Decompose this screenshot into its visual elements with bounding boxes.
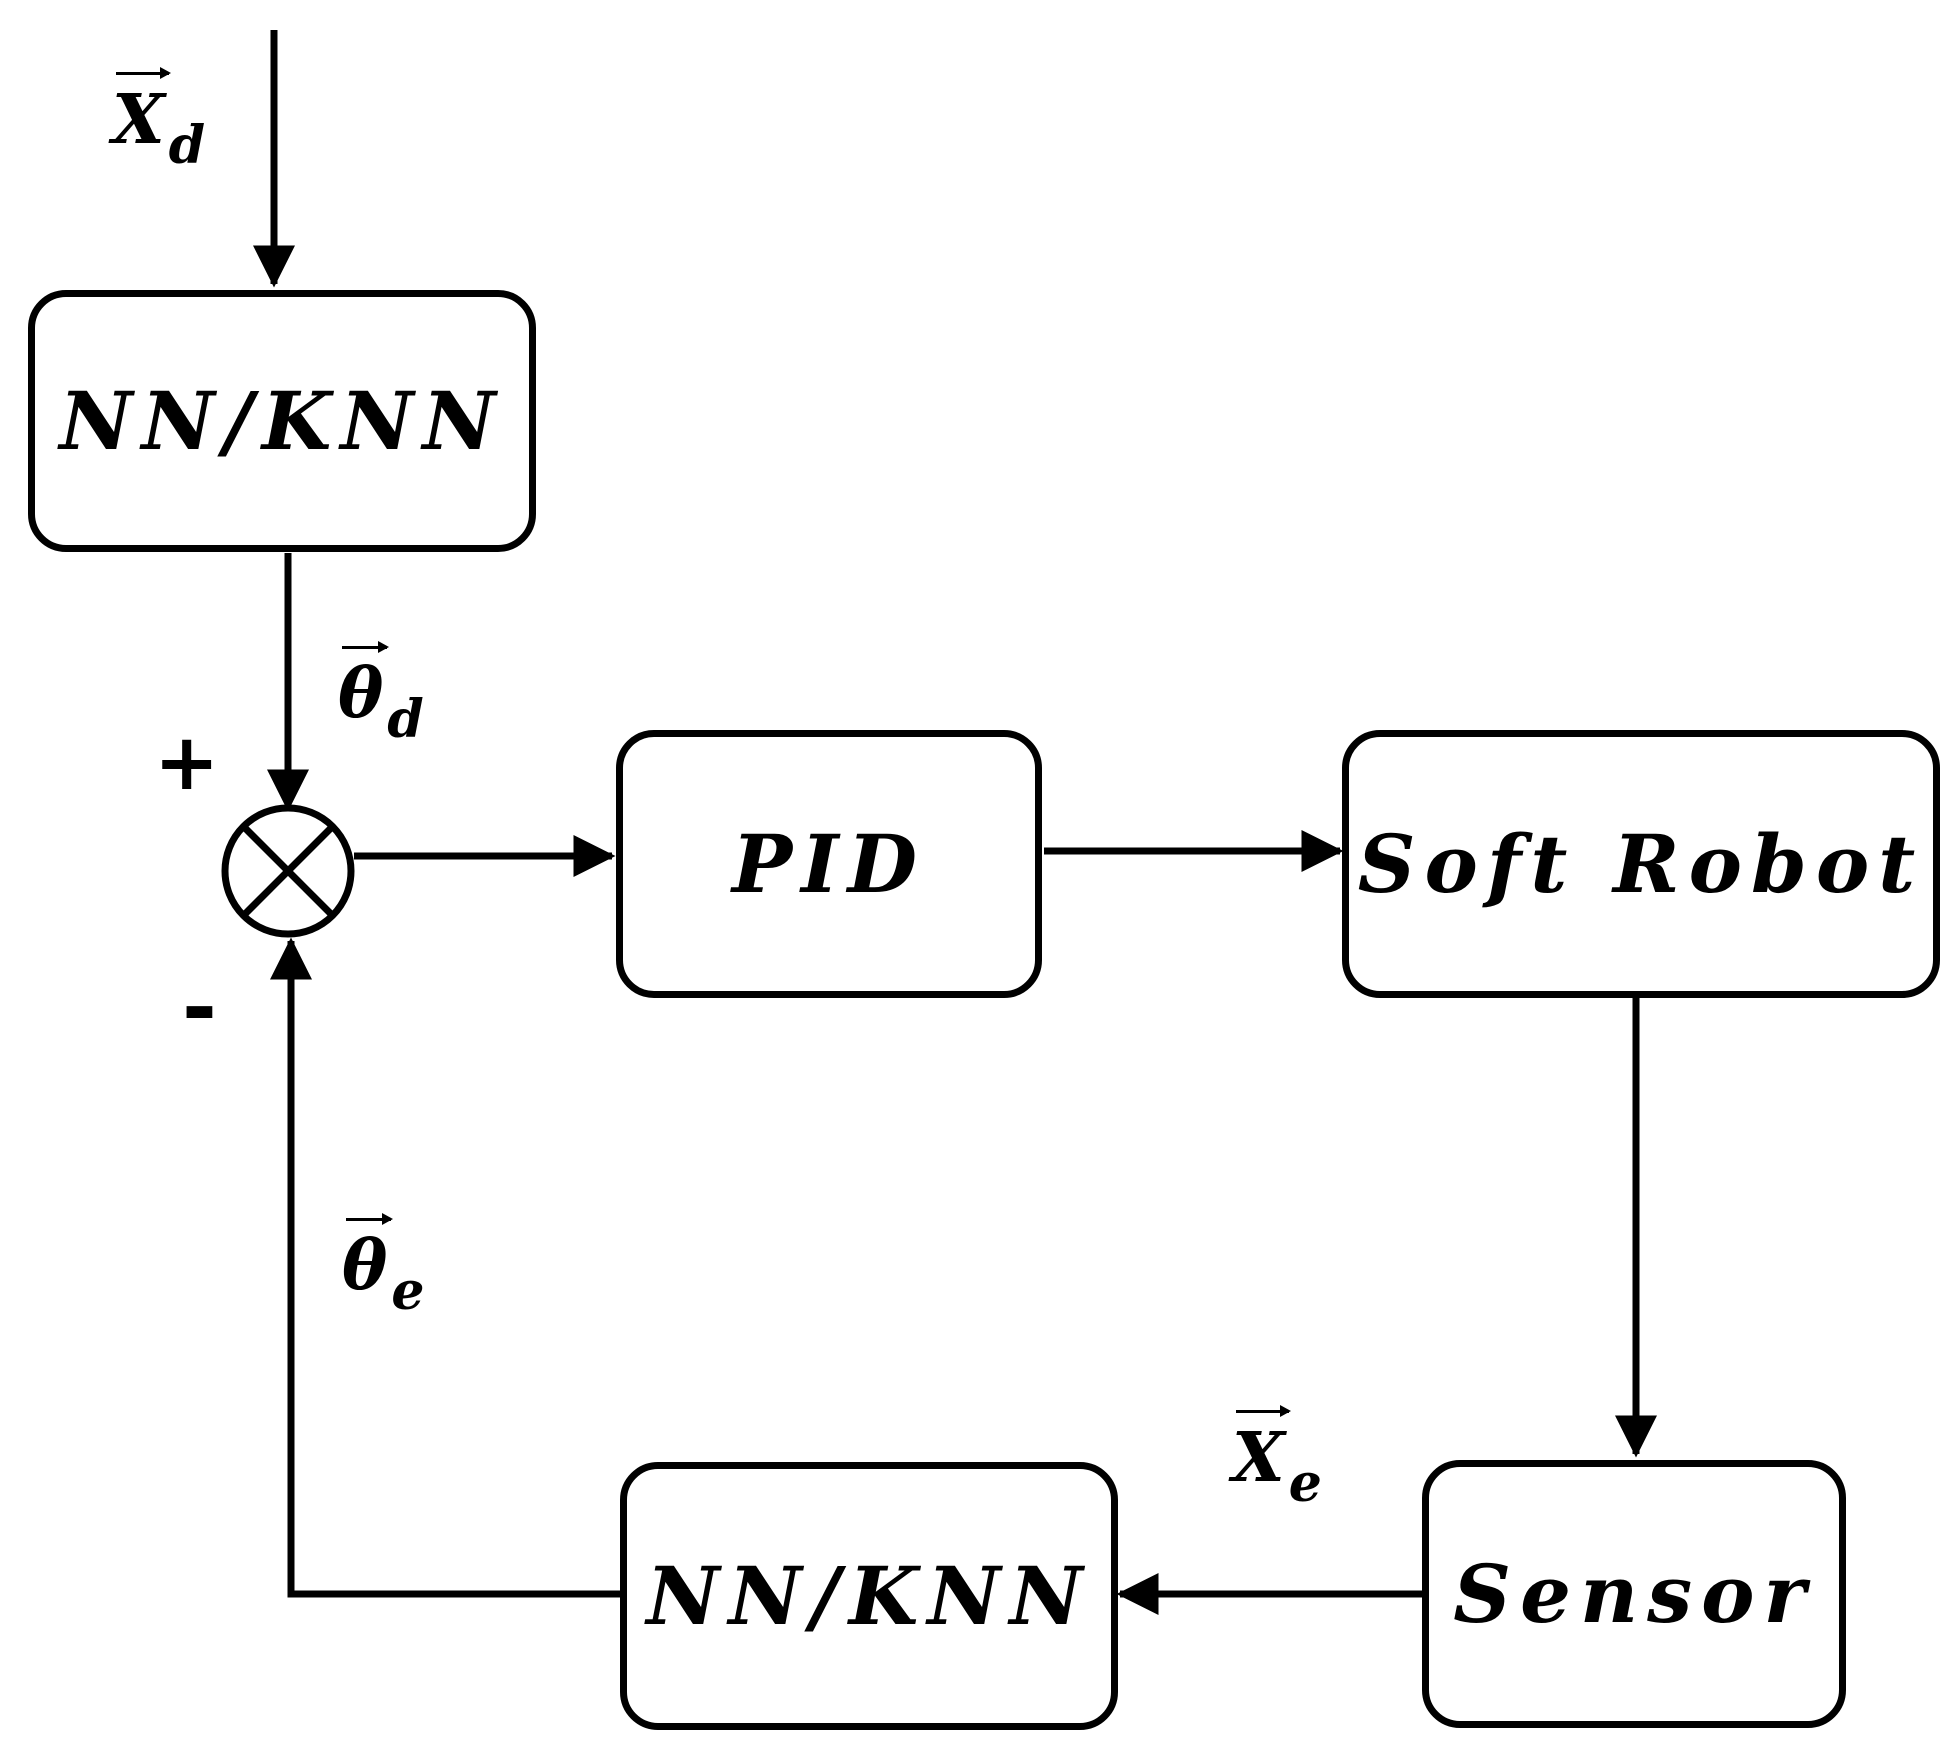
nn-knn-bottom-label: NN/KNN: [646, 1549, 1092, 1643]
theta-e-label: θe: [342, 1213, 424, 1322]
x-d-subscript: d: [168, 115, 206, 176]
summing-junction: [221, 804, 355, 938]
theta-d-symbol: θ: [338, 641, 390, 734]
soft-robot-label: Soft Robot: [1357, 817, 1925, 911]
x-d-symbol: X: [112, 67, 171, 160]
x-e-symbol: X: [1232, 1405, 1291, 1498]
theta-e-subscript: e: [391, 1261, 425, 1322]
plus-sign: +: [154, 718, 220, 808]
pid-label: PID: [732, 817, 926, 911]
theta-d-label: θd: [338, 641, 424, 750]
summing-junction-cross: [240, 823, 336, 919]
nn-knn-bottom-block: NN/KNN: [620, 1462, 1118, 1730]
x-d-label: Xd: [112, 67, 205, 176]
x-e-label: Xe: [1232, 1405, 1322, 1514]
pid-block: PID: [616, 730, 1042, 998]
theta-d-subscript: d: [387, 689, 424, 750]
theta-e-symbol: θ: [342, 1213, 394, 1306]
minus-sign: -: [182, 958, 217, 1056]
sensor-block: Sensor: [1422, 1460, 1846, 1728]
nn-knn-top-label: NN/KNN: [59, 374, 505, 468]
sensor-label: Sensor: [1453, 1547, 1815, 1641]
nn-knn-top-block: NN/KNN: [28, 290, 536, 552]
x-e-subscript: e: [1288, 1453, 1322, 1514]
feedback-arrow: [270, 937, 620, 1598]
soft-robot-block: Soft Robot: [1342, 730, 1940, 998]
